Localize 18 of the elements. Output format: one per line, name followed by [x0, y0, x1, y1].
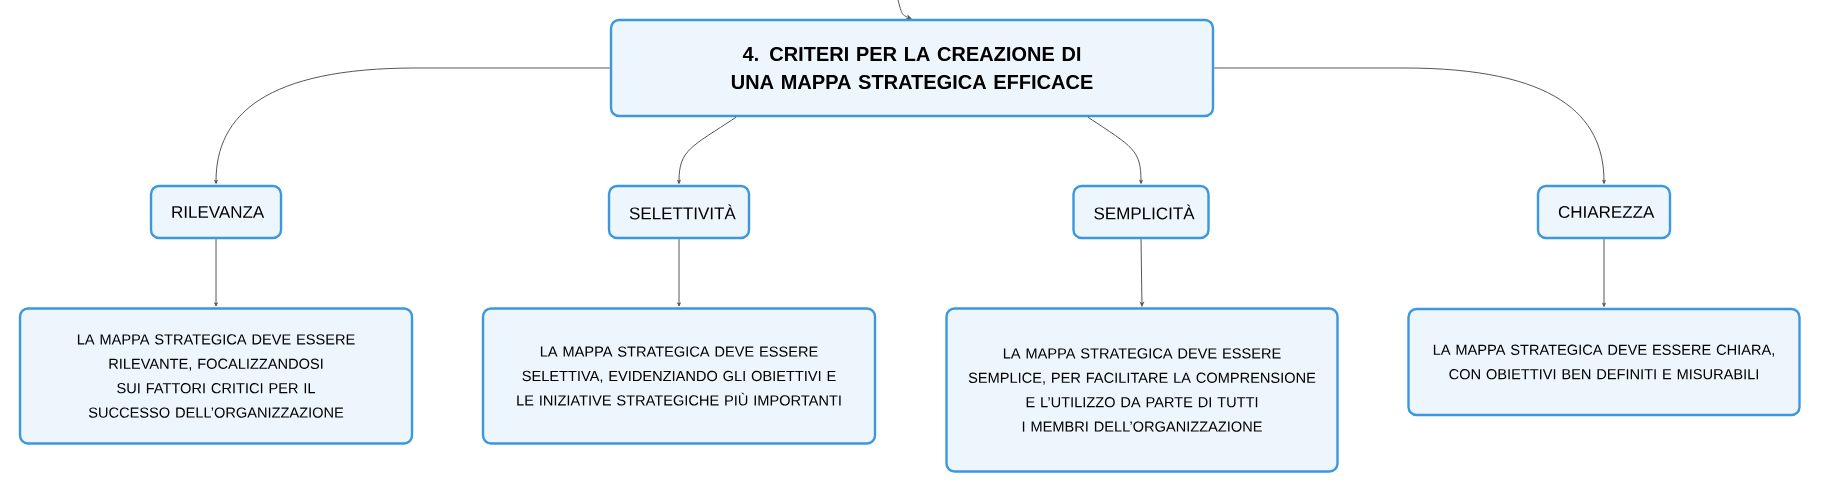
connector [214, 67, 611, 184]
connector [677, 116, 737, 184]
connector [1140, 238, 1144, 307]
subtopic-box: CHIAREZZA [1536, 184, 1672, 240]
connector [677, 238, 681, 307]
connector [897, 0, 912, 19]
connector [1087, 116, 1143, 184]
connector [1602, 238, 1606, 307]
subtopic-box: RILEVANZA [149, 184, 283, 240]
description-box: LA MAPPA STRATEGICA DEVE ESSERE SELETTIVA, EVIDENZIANDO GLI OBIETTIVI E LE INIZIATIVE STRATEGICHE PIÙ IMPORTANTI [481, 307, 877, 445]
topic-box: 4. CRITERI PER LA CREAZIONE DI UNA MAPPA STRATEGICA EFFICACE [609, 18, 1215, 118]
description-box: LA MAPPA STRATEGICA DEVE ESSERE SEMPLICE, PER FACILITARE LA COMPRENSIONE E L’UTILIZZO DA PARTE DI TUTTI I MEMBRI DELL’ORGANIZZAZIONE [945, 307, 1339, 473]
description-box: LA MAPPA STRATEGICA DEVE ESSERE CHIARA, CON OBIETTIVI BEN DEFINITI E MISURABILI [1407, 307, 1801, 417]
connector [1213, 67, 1606, 184]
subtopic-box: SELETTIVITÀ [607, 184, 751, 240]
description-box: LA MAPPA STRATEGICA DEVE ESSERE RILEVANTE, FOCALIZZANDOSI SUI FATTORI CRITICI PER IL SUCCESSO DELL’ORGANIZZAZIONE [18, 307, 414, 445]
connector [214, 238, 218, 307]
subtopic-box: SEMPLICITÀ [1072, 184, 1210, 240]
